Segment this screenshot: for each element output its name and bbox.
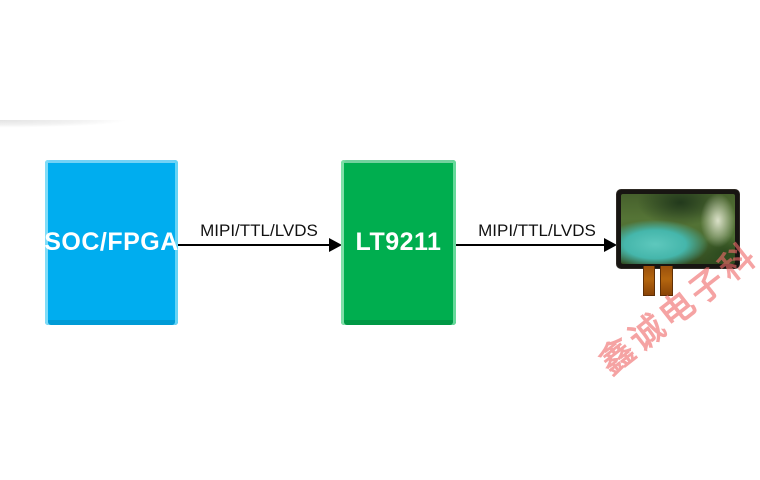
connector-line-2 [456,244,604,246]
fpc-connector-left [643,266,655,296]
block-soc-fpga: SOC/FPGA [44,160,179,325]
page-edge-shadow [0,120,150,130]
block-soc-fpga-label: SOC/FPGA [44,228,179,256]
arrow-right-icon [329,238,342,252]
connector-line-1 [178,244,329,246]
lcd-panel-image [617,190,739,268]
block-lt9211: LT9211 [341,160,456,325]
connector-label-2: MIPI/TTL/LVDS [478,221,596,240]
connector-label-1: MIPI/TTL/LVDS [200,221,318,240]
block-lt9211-label: LT9211 [355,228,442,256]
fpc-connector-right [660,266,673,296]
lcd-screen-photo [621,194,735,264]
arrow-right-icon [604,238,617,252]
